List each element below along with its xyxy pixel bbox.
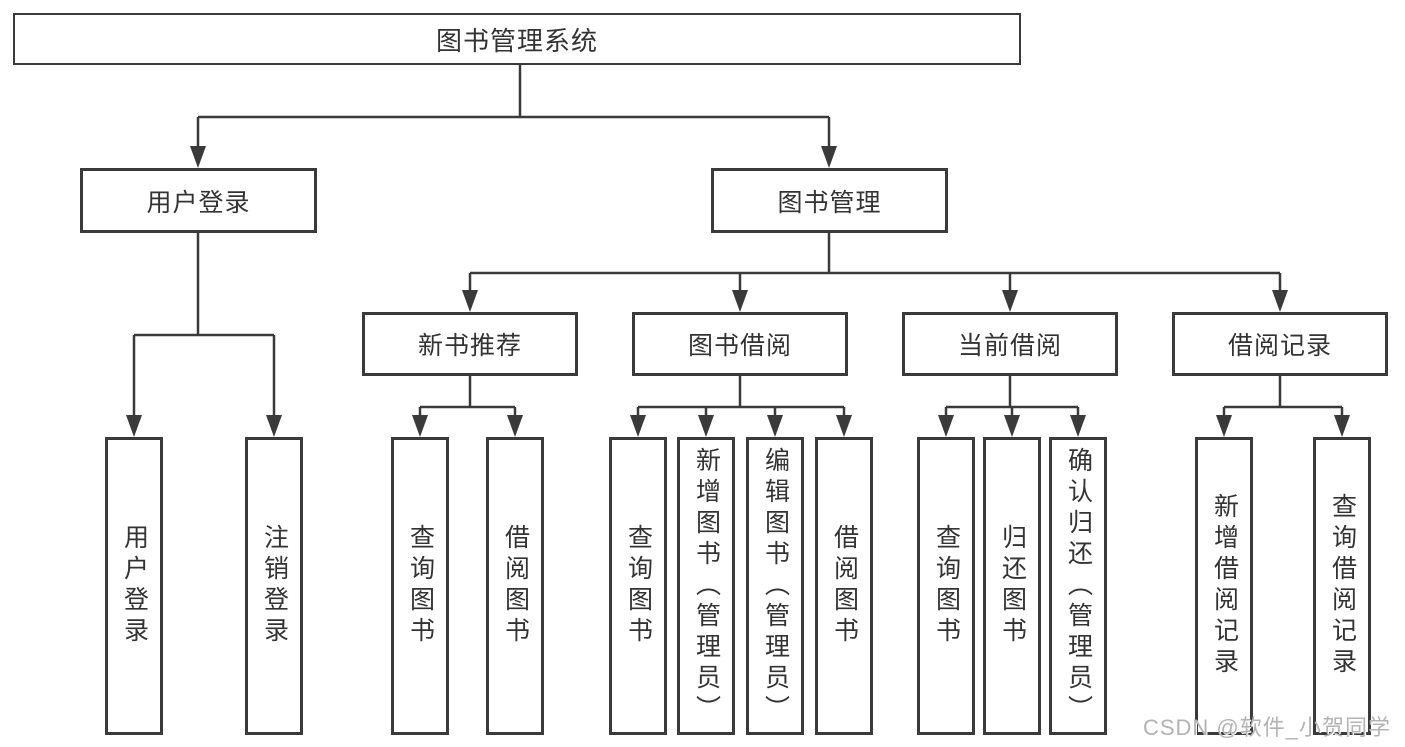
node-label: 编辑图书（管理员） xyxy=(761,446,790,726)
node-label: 查询图书 xyxy=(624,524,653,648)
node-user-login-leaf: 用户登录 xyxy=(105,437,163,735)
node-label: 新增图书（管理员） xyxy=(692,446,721,726)
node-label: 借阅图书 xyxy=(501,524,530,648)
node-label: 借阅图书 xyxy=(830,524,859,648)
node-label: 图书借阅 xyxy=(687,332,792,360)
node-label: 归还图书 xyxy=(998,524,1027,648)
node-label: 用户登录 xyxy=(120,524,149,648)
node-label: 图书管理系统 xyxy=(435,25,598,56)
node-logout-leaf: 注销登录 xyxy=(245,437,303,735)
node-search-borrow-record: 查询借阅记录 xyxy=(1313,437,1371,735)
node-search-books-borrowing: 查询图书 xyxy=(609,437,667,735)
node-book-borrowing: 图书借阅 xyxy=(632,312,848,376)
node-book-management: 图书管理 xyxy=(711,168,948,233)
node-label: 查询图书 xyxy=(406,524,435,648)
node-label: 用户登录 xyxy=(146,188,251,217)
node-add-borrow-record: 新增借阅记录 xyxy=(1195,437,1253,735)
csdn-watermark: CSDN @软件_小贺同学 xyxy=(1142,715,1391,740)
node-label: 查询借阅记录 xyxy=(1328,493,1357,679)
node-search-books-recommend: 查询图书 xyxy=(391,437,449,735)
node-confirm-return-admin: 确认归还（管理员） xyxy=(1049,437,1107,735)
node-label: 借阅记录 xyxy=(1227,332,1332,360)
node-label: 新书推荐 xyxy=(417,332,522,360)
node-label: 当前借阅 xyxy=(957,332,1062,360)
node-edit-books-admin: 编辑图书（管理员） xyxy=(746,437,804,735)
node-borrow-books-recommend: 借阅图书 xyxy=(486,437,544,735)
node-library-management-system: 图书管理系统 xyxy=(13,13,1021,65)
node-user-login: 用户登录 xyxy=(80,168,317,233)
node-label: 注销登录 xyxy=(260,524,289,648)
node-borrowing-records: 借阅记录 xyxy=(1172,312,1388,376)
node-label: 新增借阅记录 xyxy=(1210,493,1239,679)
node-label: 图书管理 xyxy=(777,188,882,217)
node-borrow-books-leaf: 借阅图书 xyxy=(815,437,873,735)
node-add-books-admin: 新增图书（管理员） xyxy=(677,437,735,735)
node-current-borrowing: 当前借阅 xyxy=(902,312,1118,376)
arrowhead-icons xyxy=(126,146,1350,437)
node-return-books: 归还图书 xyxy=(983,437,1041,735)
node-new-book-recommendation: 新书推荐 xyxy=(362,312,578,376)
node-label: 确认归还（管理员） xyxy=(1064,446,1093,726)
node-label: 查询图书 xyxy=(932,524,961,648)
node-search-books-current: 查询图书 xyxy=(917,437,975,735)
